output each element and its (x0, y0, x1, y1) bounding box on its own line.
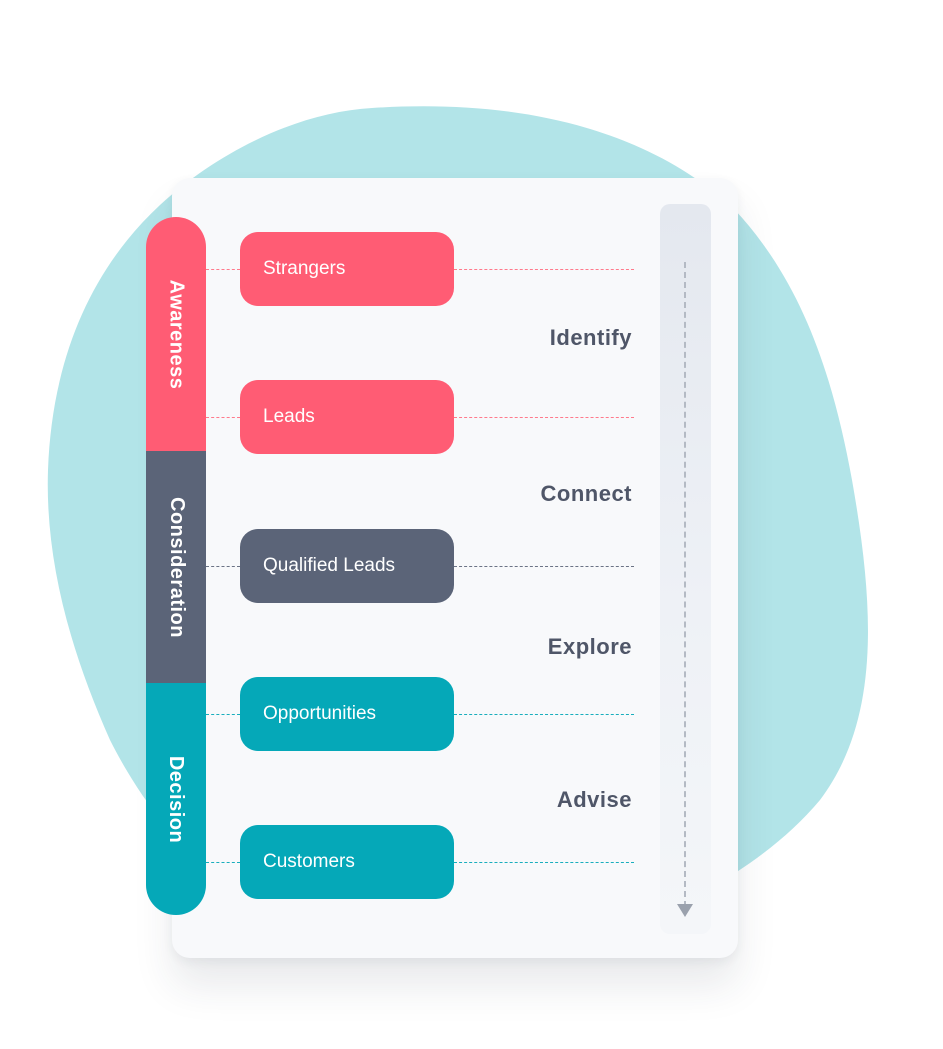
connector-qualified-leads-left (206, 566, 240, 567)
connector-leads-right (454, 417, 634, 418)
progress-dashed-line (684, 262, 686, 907)
action-explore: Explore (547, 634, 632, 659)
connector-opportunities-left (206, 714, 240, 715)
connector-leads-left (206, 417, 240, 418)
connector-customers-left (206, 862, 240, 863)
stage-bar-consideration: Consideration (146, 451, 206, 683)
stage-bar-awareness: Awareness (146, 217, 206, 451)
connector-customers-right (454, 862, 634, 863)
stage-label-awareness: Awareness (165, 279, 188, 389)
stage-label-decision: Decision (165, 755, 188, 843)
connector-opportunities-right (454, 714, 634, 715)
connector-strangers-left (206, 269, 240, 270)
node-qualified-leads: Qualified Leads (240, 529, 454, 603)
node-leads: Leads (240, 380, 454, 454)
stage-label-consideration: Consideration (165, 496, 188, 638)
arrow-down-icon (677, 904, 693, 917)
node-strangers: Strangers (240, 232, 454, 306)
action-advise: Advise (556, 787, 632, 812)
action-connect: Connect (540, 481, 632, 506)
node-opportunities: Opportunities (240, 677, 454, 751)
connector-qualified-leads-right (454, 566, 634, 567)
action-identify: Identify (549, 325, 632, 350)
connector-strangers-right (454, 269, 634, 270)
node-customers: Customers (240, 825, 454, 899)
stage-bar-decision: Decision (146, 683, 206, 915)
